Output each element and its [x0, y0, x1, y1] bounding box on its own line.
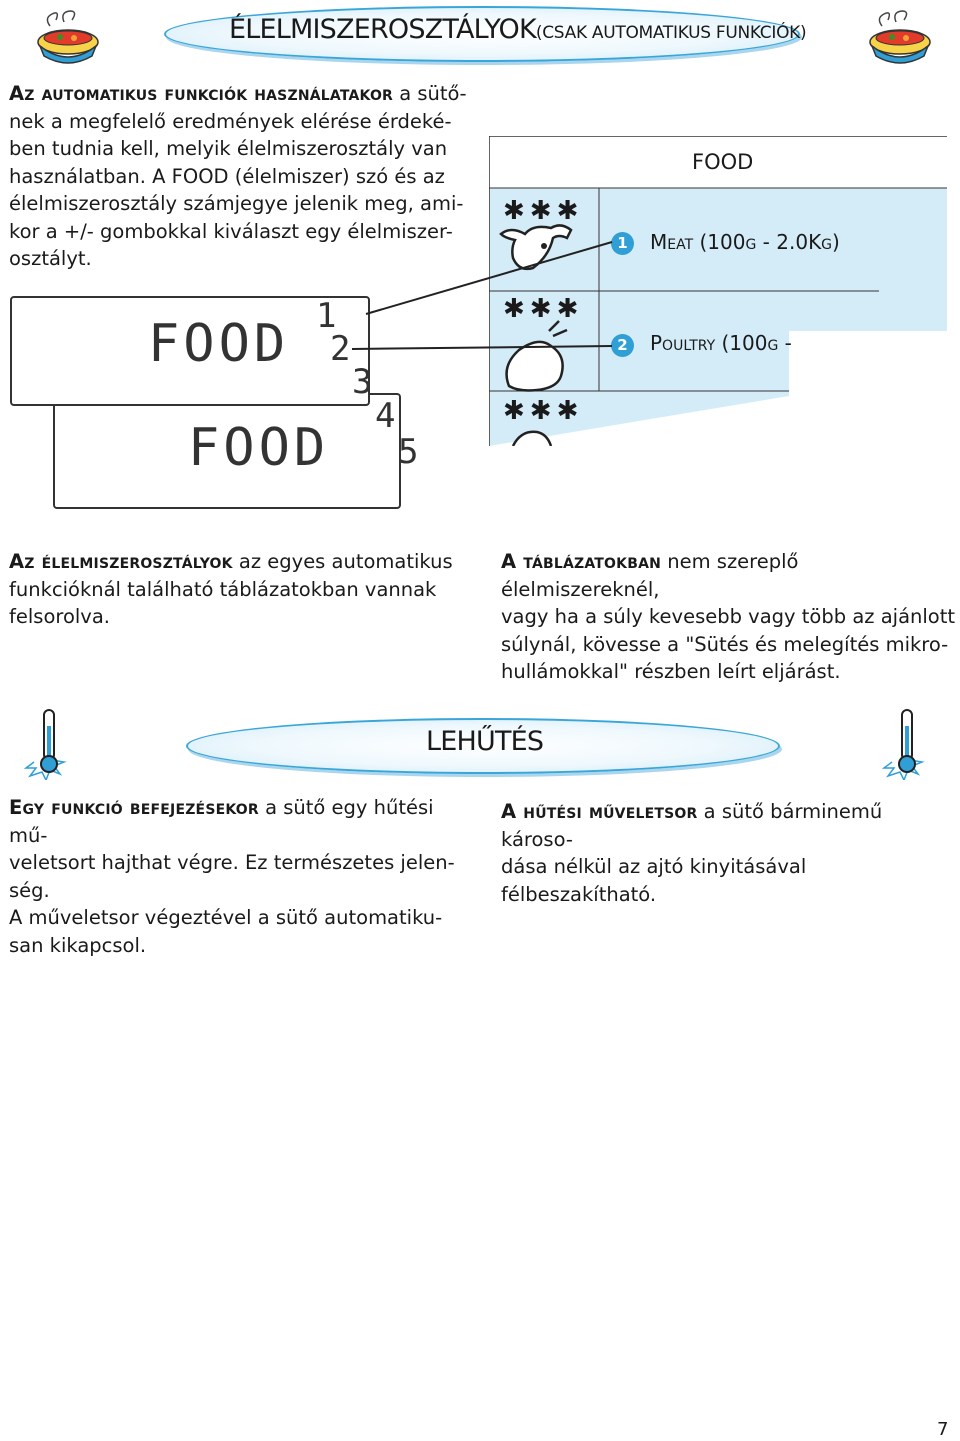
table-header: FOOD [692, 150, 754, 174]
lcd-food-word: FOOD [188, 418, 330, 478]
freezer-stars-icon: ✱✱✱ [503, 294, 584, 324]
lcd-display-front [10, 296, 370, 406]
lcd-digit: 1 [316, 296, 337, 336]
table-background [489, 136, 947, 446]
paragraph-tables: A táblázatokban nem szereplő élelmiszere… [501, 550, 956, 683]
freezer-stars-icon: ✱✱✱ [503, 396, 584, 426]
section-title: LEHŰTÉS [426, 726, 544, 757]
thermometer-icon [23, 709, 67, 780]
lcd-digit: 4 [375, 396, 396, 436]
lcd-display-back [53, 393, 401, 509]
cooking-pot-icon [869, 10, 931, 64]
lcd-food-word: FOOD [148, 314, 290, 374]
lcd-digit: 3 [352, 362, 373, 402]
table-row-poultry: Poultry (100g - [650, 331, 792, 355]
lcd-digit: 2 [330, 329, 351, 369]
intro-paragraph: Az automatikus funkciók használatakor a … [9, 82, 467, 270]
cooking-pot-icon [37, 10, 99, 64]
freezer-stars-icon: ✱✱✱ [503, 196, 584, 226]
row-number-badge: 1 [611, 232, 634, 255]
connector-lines [351, 241, 613, 350]
page-number: 7 [937, 1419, 949, 1440]
row-number-badge: 2 [611, 334, 634, 357]
section-banner-food-classes [164, 6, 800, 62]
paragraph-cooling-interrupt: A hűtési műveletsor a sütő bárminemű kár… [501, 800, 883, 906]
table-row-meat: Meat (100g - 2.0Kg) [650, 230, 840, 254]
food-class-table: FOOD ✱✱✱ 1 Meat (100g - 2.0Kg) ✱✱✱ 2 Pou… [489, 136, 947, 446]
thermometer-icon [881, 709, 925, 780]
section-title: ÉLELMISZEROSZTÁLYOK(CSAK AUTOMATIKUS FUN… [229, 14, 807, 45]
section-banner-cooling [186, 718, 780, 774]
paragraph-food-classes: Az élelmiszerosztályok az egyes automati… [9, 550, 453, 628]
paragraph-cooling-start: Egy funkció befejezésekor a sütő egy hűt… [9, 796, 455, 957]
lcd-digit: 5 [398, 432, 419, 472]
